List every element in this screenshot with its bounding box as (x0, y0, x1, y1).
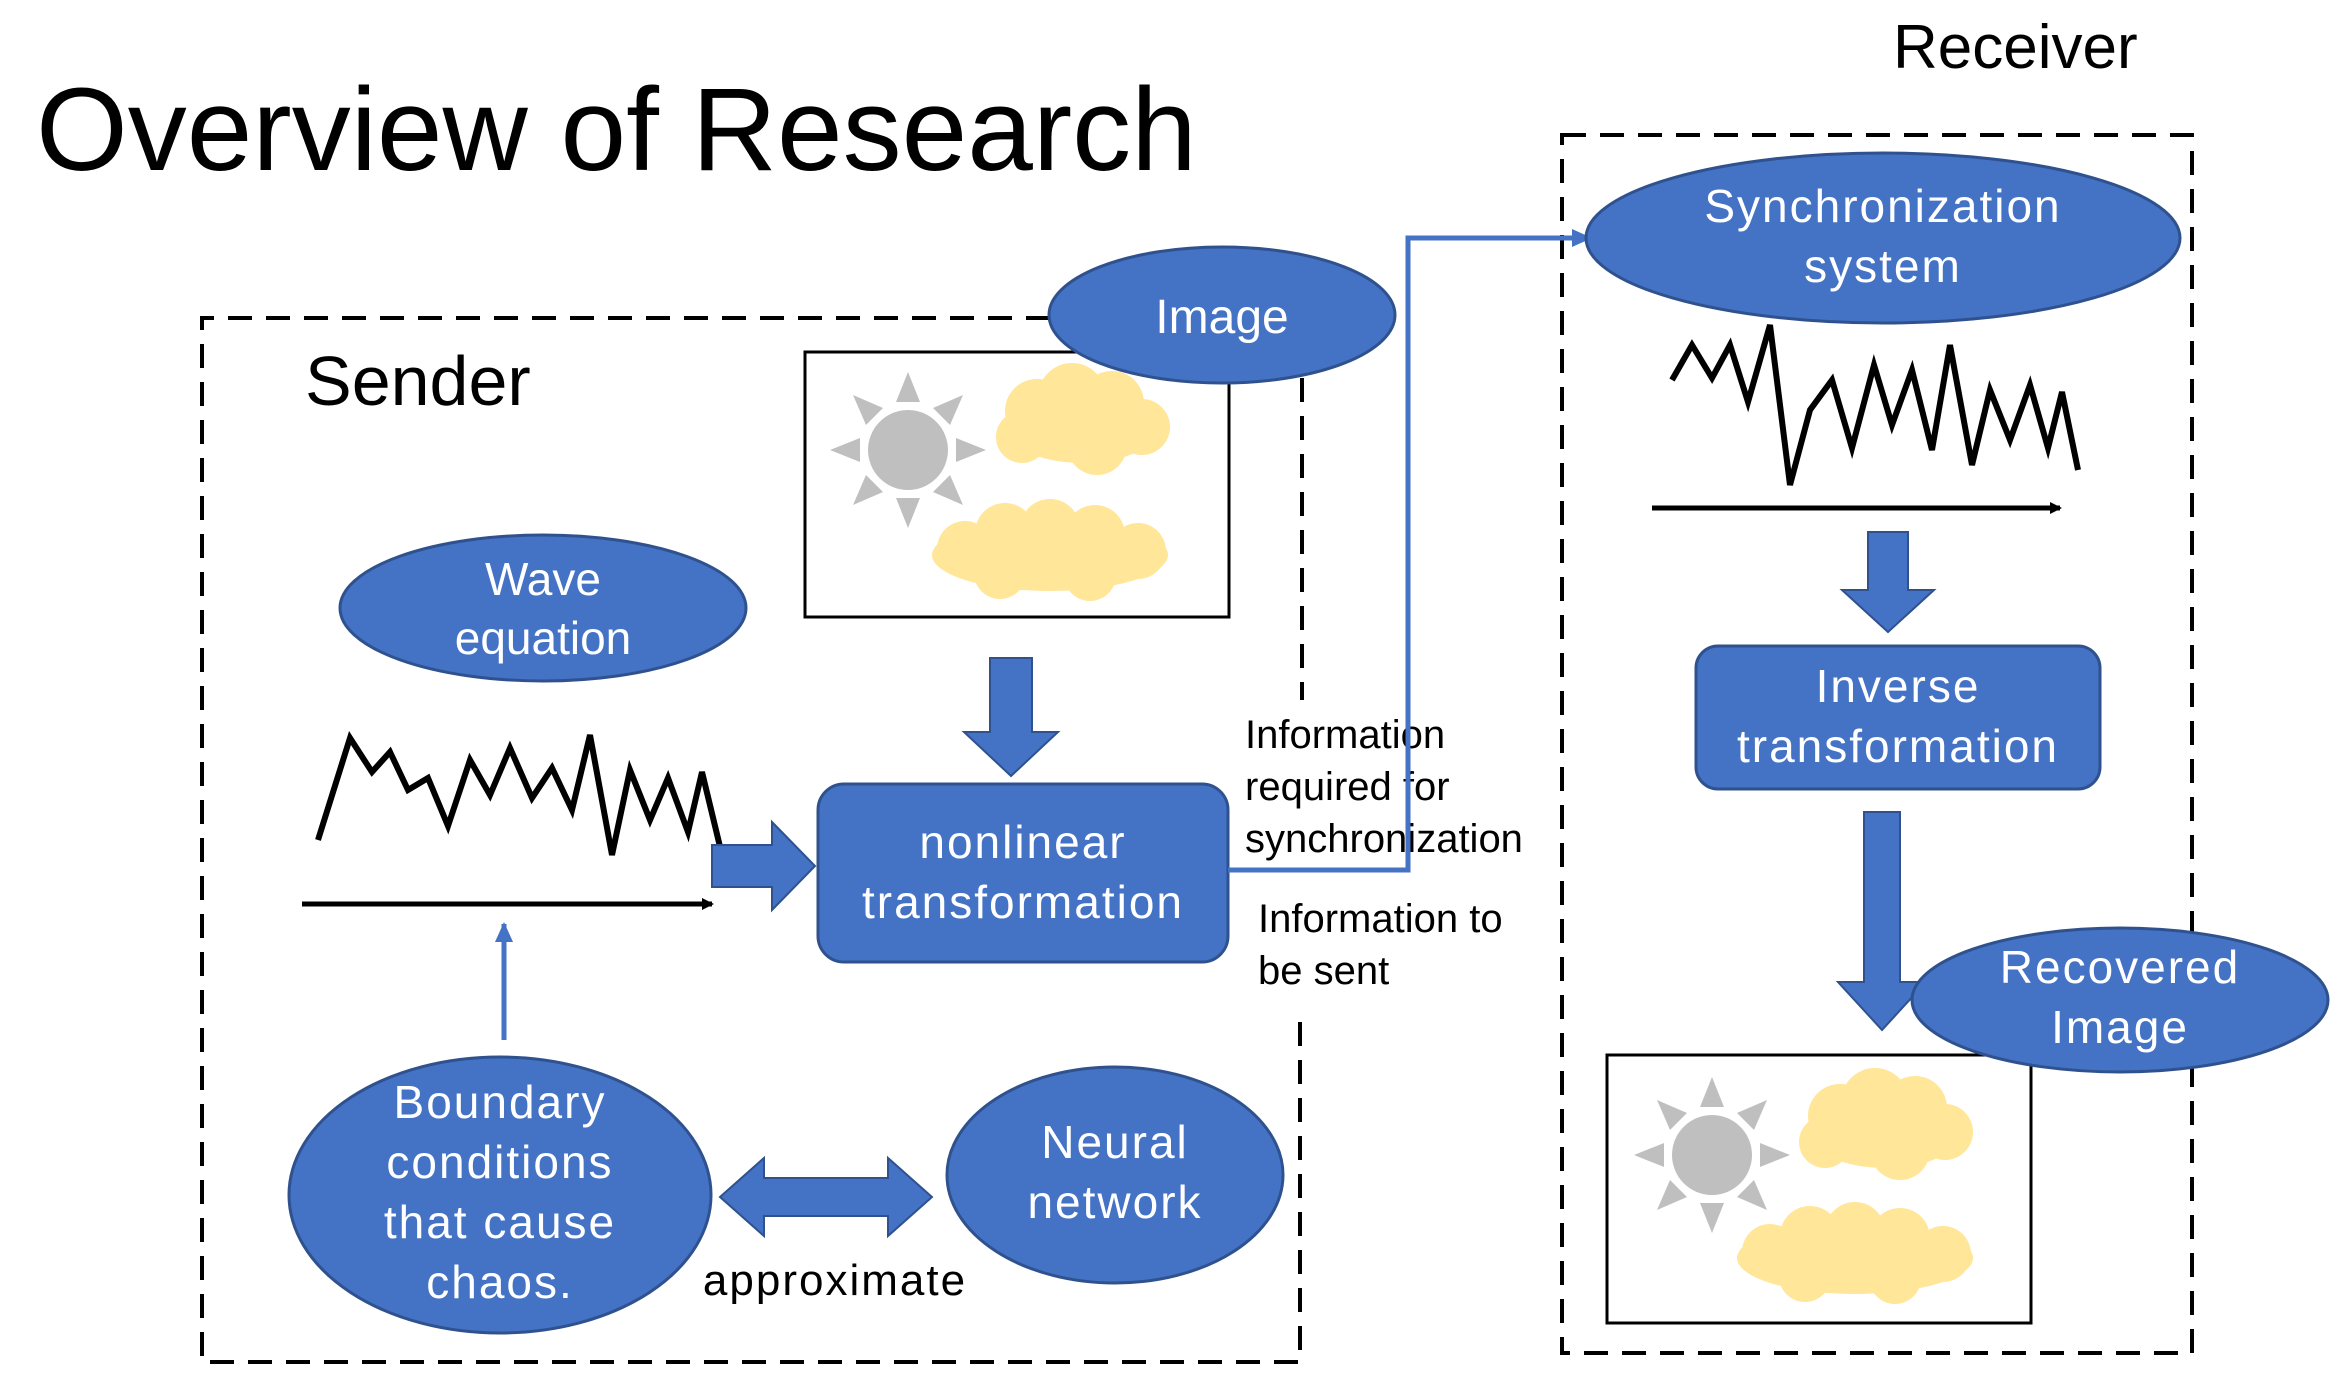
block-arrow-down (1835, 811, 1929, 1032)
svg-text:conditions: conditions (386, 1136, 613, 1188)
neural-network-node: Neural network (945, 1065, 1285, 1285)
inverse-transformation-node: Inverse transformation (1694, 644, 2102, 791)
double-headed-arrow (718, 1155, 934, 1239)
synchronization-system-node: Synchronization system (1584, 151, 2182, 325)
sender-label: Sender (305, 342, 531, 420)
receiver-picture (1605, 1053, 2033, 1325)
block-arrow-down (961, 657, 1061, 778)
svg-text:required for: required for (1245, 765, 1450, 809)
svg-text:that cause: that cause (384, 1196, 616, 1248)
block-arrow-down (1839, 531, 1937, 634)
receiver-boundary (1560, 133, 2194, 1355)
svg-text:equation: equation (455, 612, 632, 664)
svg-text:Neural: Neural (1041, 1116, 1189, 1168)
svg-text:Boundary: Boundary (394, 1076, 607, 1128)
svg-text:chaos.: chaos. (426, 1256, 574, 1308)
image-node: Image (1047, 245, 1397, 385)
boundary-conditions-node: Boundary conditions that cause chaos. (287, 1055, 713, 1335)
wave-equation-node: Wave equation (338, 533, 748, 683)
svg-text:Recovered: Recovered (2000, 941, 2240, 993)
svg-text:transformation: transformation (1737, 720, 2059, 772)
svg-text:Inverse: Inverse (1816, 660, 1981, 712)
svg-text:Image: Image (2051, 1001, 2189, 1053)
page-title: Overview of Research (36, 64, 1197, 196)
sender-boundary (200, 316, 1304, 1364)
svg-text:system: system (1804, 240, 1962, 292)
info-sync-label: Information required for synchronization (1245, 713, 1523, 861)
svg-text:network: network (1027, 1176, 1202, 1228)
svg-text:Wave: Wave (485, 553, 601, 605)
approximate-label: approximate (703, 1256, 967, 1305)
svg-text:Information to: Information to (1258, 897, 1503, 941)
sender-picture (803, 350, 1231, 619)
block-arrow-right (711, 819, 817, 913)
info-sent-label: Information to be sent (1258, 897, 1503, 993)
chaotic-waveform-icon (302, 731, 725, 910)
svg-text:Image: Image (1155, 291, 1288, 344)
svg-text:be sent: be sent (1258, 949, 1389, 993)
recovered-image-node: Recovered Image (1910, 926, 2330, 1074)
svg-text:transformation: transformation (862, 876, 1184, 928)
svg-text:nonlinear: nonlinear (919, 816, 1126, 868)
chaotic-waveform-icon (1652, 324, 2081, 514)
svg-text:Synchronization: Synchronization (1704, 180, 2061, 232)
nonlinear-transformation-node: nonlinear transformation (816, 782, 1230, 964)
svg-text:Information: Information (1245, 713, 1445, 757)
transmission-line (1228, 229, 1592, 873)
svg-text:synchronization: synchronization (1245, 817, 1523, 861)
receiver-label: Receiver (1893, 13, 2138, 82)
